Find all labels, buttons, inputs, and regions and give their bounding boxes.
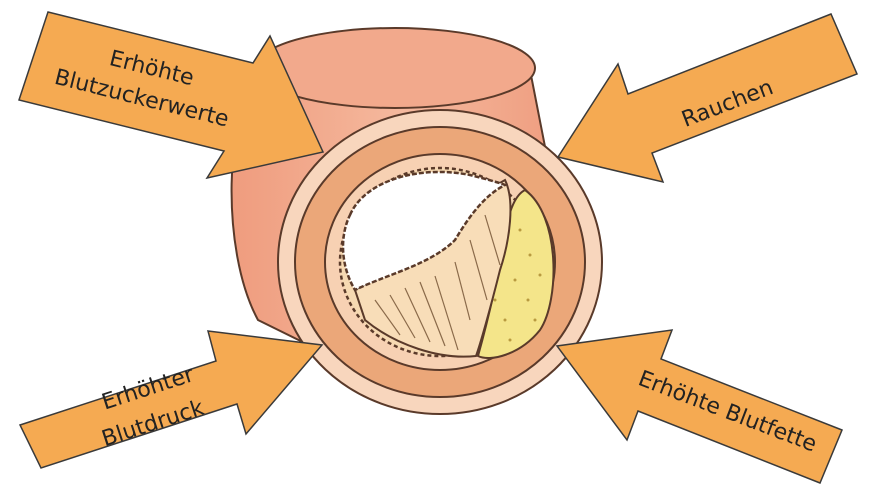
arrow-bottom-left: Erhöhter Blutdruck (20, 331, 322, 468)
arrow-top-left: Erhöhte Blutzuckerwerte (19, 12, 323, 178)
arrow-top-right: Rauchen (558, 14, 857, 182)
arrow-bottom-right: Erhöhte Blutfette (557, 330, 842, 483)
